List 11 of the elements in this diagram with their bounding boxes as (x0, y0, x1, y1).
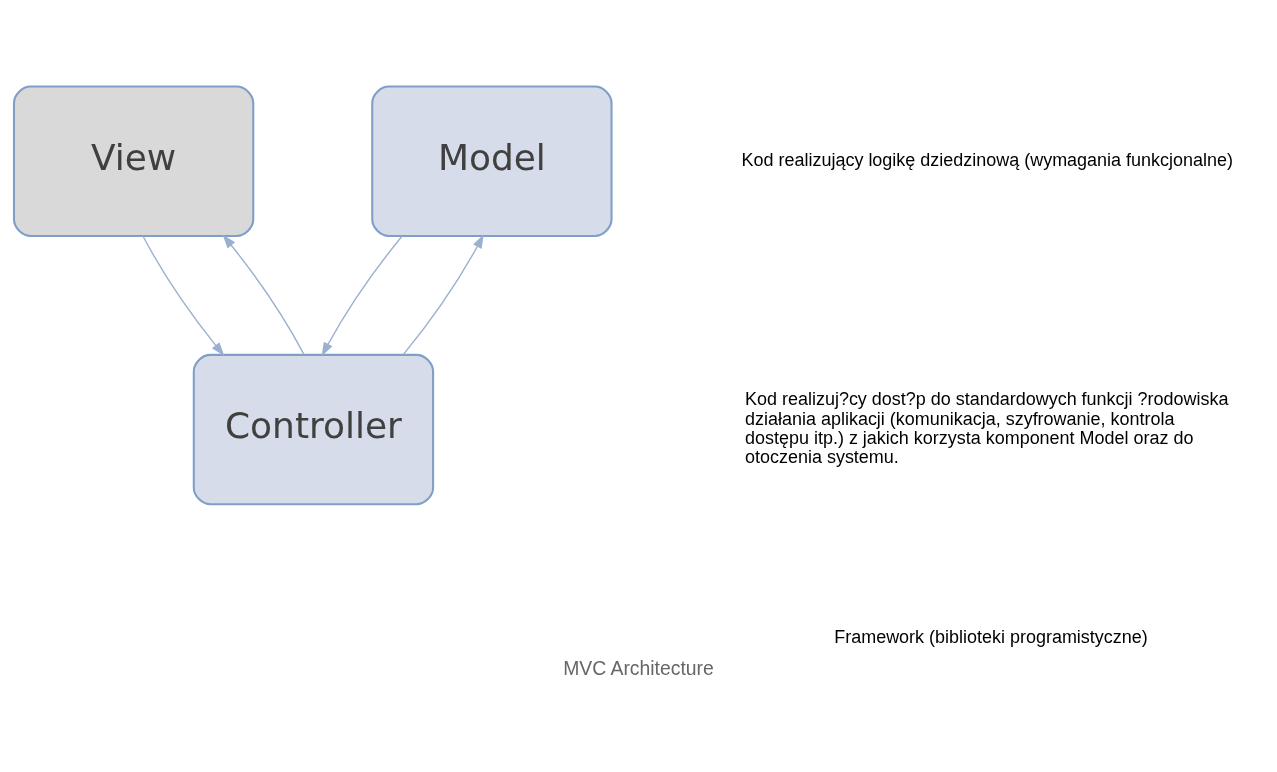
caption: MVC Architecture (563, 656, 714, 679)
arrow (402, 234, 484, 356)
node-box: Model (371, 85, 613, 237)
label: Kod realizujący logikę dziedzinową (wymagania funkcjonalne) (741, 149, 1233, 170)
node-box: View (12, 85, 255, 237)
label: Framework (biblioteki programistyczne) (834, 627, 1148, 648)
arrow (321, 235, 403, 357)
arrow (222, 234, 305, 356)
label: Kod realizuj?cy dost?p do standardowych funkcji ?rodowiska działania aplikacji (komunikacja, szyfrowanie, kontrola dostępu itp.) z jakich korzysta komponent Model oraz do otoczenia systemu. (745, 389, 1229, 468)
arrow (142, 235, 225, 357)
node-box: Controller (192, 353, 435, 506)
